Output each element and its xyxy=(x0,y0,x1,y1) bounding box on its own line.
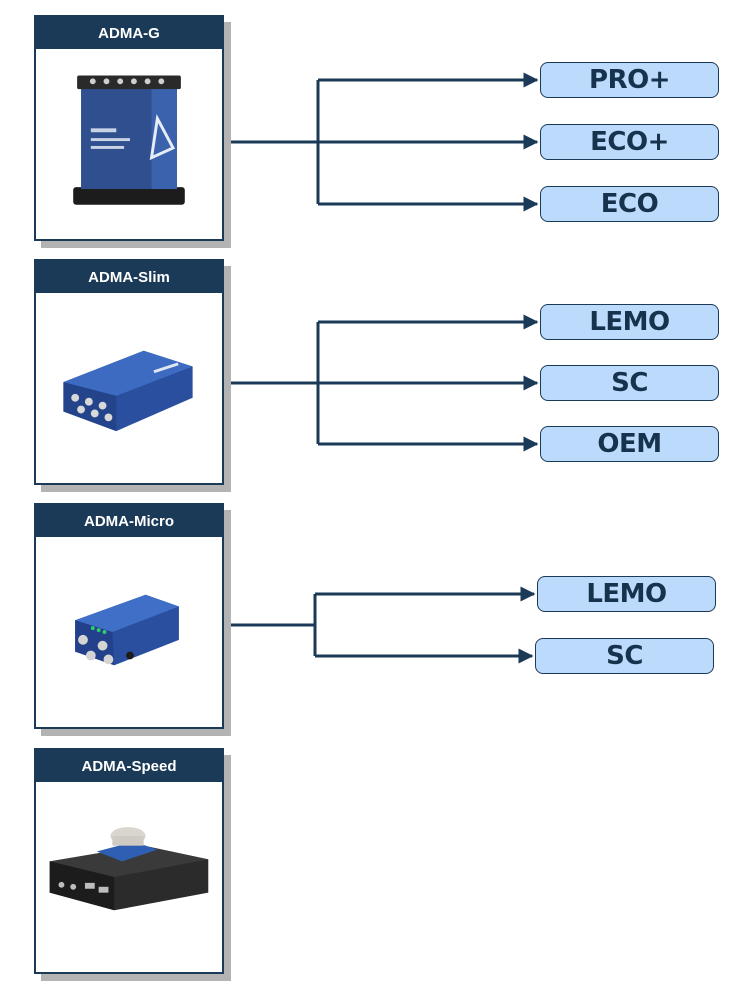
variant-adma-slim-sc: SC xyxy=(540,365,719,401)
adma-speed-device-icon xyxy=(36,782,222,972)
variant-adma-slim-lemo: LEMO xyxy=(540,304,719,340)
product-card-adma-micro: ADMA-Micro xyxy=(34,503,224,729)
adma-micro-device-icon xyxy=(36,537,222,727)
product-card-adma-g: ADMA-G xyxy=(34,15,224,241)
adma-slim-device-icon xyxy=(36,293,222,483)
variant-adma-micro-lemo: LEMO xyxy=(537,576,716,612)
variant-adma-g-pro-plus: PRO+ xyxy=(540,62,719,98)
variant-adma-micro-sc: SC xyxy=(535,638,714,674)
adma-g-device-icon xyxy=(36,49,222,239)
product-title: ADMA-G xyxy=(36,17,222,49)
product-card-adma-slim: ADMA-Slim xyxy=(34,259,224,485)
variant-adma-slim-oem: OEM xyxy=(540,426,719,462)
product-title: ADMA-Micro xyxy=(36,505,222,537)
variant-adma-g-eco: ECO xyxy=(540,186,719,222)
product-title: ADMA-Slim xyxy=(36,261,222,293)
product-card-adma-speed: ADMA-Speed xyxy=(34,748,224,974)
product-title: ADMA-Speed xyxy=(36,750,222,782)
variant-adma-g-eco-plus: ECO+ xyxy=(540,124,719,160)
